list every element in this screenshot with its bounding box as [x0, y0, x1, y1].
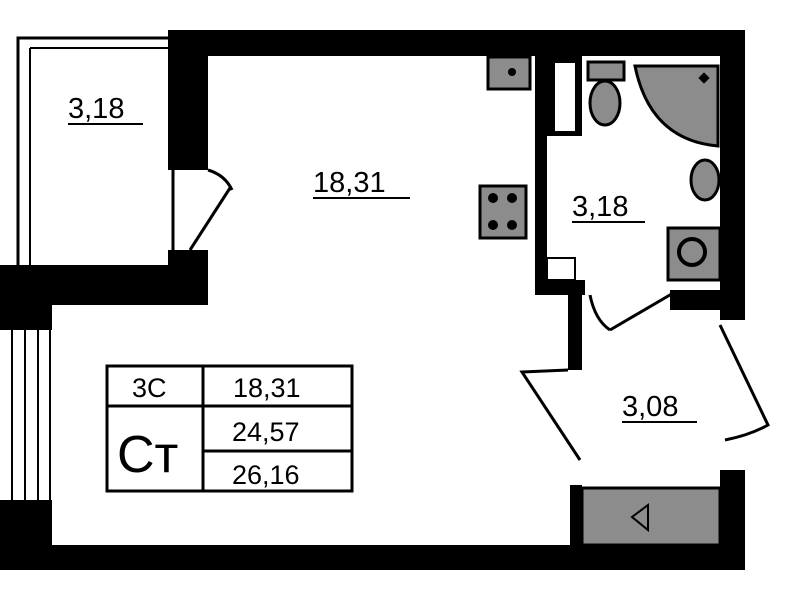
fixtures [478, 55, 722, 547]
fridge-icon [553, 61, 577, 133]
balcony [16, 36, 175, 272]
hall-area: 3,08 [622, 391, 678, 423]
room-labels: 3,18 18,31 3,18 3,08 [68, 93, 697, 423]
balcony-area: 3,18 [68, 93, 124, 125]
washbasin-icon [689, 158, 721, 202]
doors [519, 290, 770, 461]
wardrobe-icon [580, 486, 722, 547]
stove-icon [478, 184, 528, 240]
toilet-icon [586, 60, 626, 82]
apartment-type: Ст [117, 426, 178, 484]
shower-icon [633, 64, 720, 148]
balcony-door [188, 168, 234, 251]
window-left [11, 330, 51, 500]
living-area: 18,31 [233, 373, 301, 403]
socket-icon [546, 257, 576, 281]
bathroom-area: 3,18 [572, 191, 628, 223]
apartment-code: 3C [132, 373, 167, 403]
total-area: 24,57 [232, 417, 300, 447]
summary-table [105, 364, 354, 493]
total-area-with-balcony: 26,16 [232, 460, 300, 490]
main-room-area: 18,31 [313, 167, 386, 199]
